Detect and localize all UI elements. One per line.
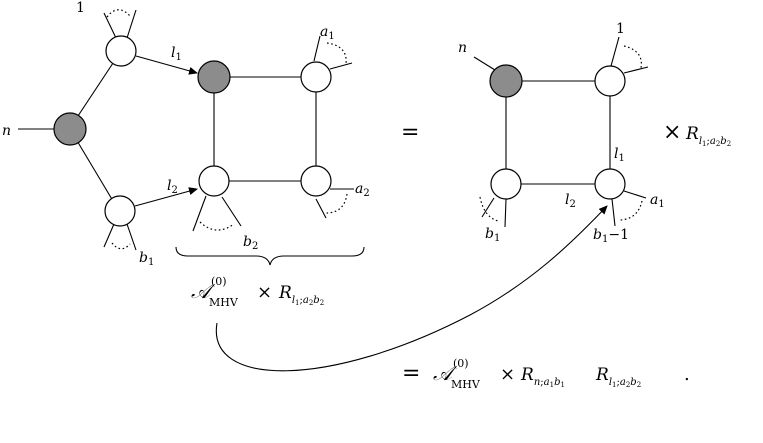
label-n: n [458,40,467,56]
label-l2: l2 [167,178,178,196]
times-sign: × [663,120,681,145]
external-leg [313,35,321,62]
external-leg [610,36,620,67]
curly-brace [175,246,365,266]
external-leg [315,198,327,219]
dotted-fan [199,221,235,231]
r-n-a1b1: Rn;a1b1 [520,365,565,389]
white-vertex [198,165,230,197]
white-vertex [594,65,626,97]
r-l1-a2b2: Rl1;a2b2 [595,365,641,389]
label-b2: b2 [243,234,258,252]
label-l1: l1 [171,45,182,63]
times-sign: × [257,282,272,303]
label-a1: a1 [320,24,335,42]
external-leg [126,9,137,39]
white-vertex [105,35,137,67]
white-vertex [594,168,626,200]
label-a2: a2 [355,181,370,199]
external-leg [126,223,137,251]
superscript-0: (0) [211,275,227,288]
external-leg [623,190,647,199]
external-leg [623,66,649,74]
dotted-fan [623,45,642,69]
label-b1: b1 [485,226,500,244]
external-leg [329,62,353,70]
right-diagram: n 1 l1 l2 a1 b1 b1−1 [458,21,665,245]
label-b1-minus-1: b1−1 [593,227,629,245]
arrow-l1 [135,55,198,75]
gray-vertex [53,112,87,146]
label-a1: a1 [650,192,665,210]
mhv-subscript: MHV [451,378,481,391]
dotted-fan [326,42,347,65]
gray-vertex [489,64,523,98]
equals-sign: = [402,361,420,386]
factor-r-l1-a2b2: × Rl1;a2b2 [663,120,731,148]
period: . [684,364,690,385]
label-n: n [2,123,11,139]
white-vertex [490,168,522,200]
gray-vertex [197,60,231,94]
curved-arrow [215,205,608,372]
final-equation: = 𝒜 (0) MHV × Rn;a1b1 Rl1;a2b2 . [402,357,690,391]
label-1: 1 [616,21,625,37]
dotted-fan [479,196,499,222]
external-leg [481,197,495,218]
external-leg [611,198,616,227]
white-vertex [300,61,332,93]
amplitude-expression: 𝒜 (0) MHV × Rl1;a2b2 [191,275,324,309]
dotted-fan [111,242,131,250]
left-diagram: 1 n l1 l2 a1 a2 b2 b1 [2,0,370,268]
equals-sign: = [401,120,419,145]
external-leg-n [473,56,496,71]
external-leg [103,12,117,39]
label-b1: b1 [139,250,154,268]
dotted-fan [323,193,348,214]
mhv-subscript: MHV [209,296,239,309]
times-sign: × [500,364,515,385]
label-l2: l2 [565,192,576,210]
dotted-fan [619,200,643,221]
external-leg [504,198,507,228]
r-symbol: Rl1;a2b2 [278,283,324,307]
external-leg [221,196,242,227]
white-vertex [104,195,136,227]
external-leg [192,195,207,232]
arrow-l2 [134,187,198,207]
dotted-fan [106,9,131,18]
superscript-0: (0) [453,357,469,370]
label-1: 1 [76,0,85,16]
white-vertex [300,165,332,197]
external-leg [103,223,115,248]
r-symbol: Rl1;a2b2 [685,124,731,148]
label-l1: l1 [614,146,625,164]
